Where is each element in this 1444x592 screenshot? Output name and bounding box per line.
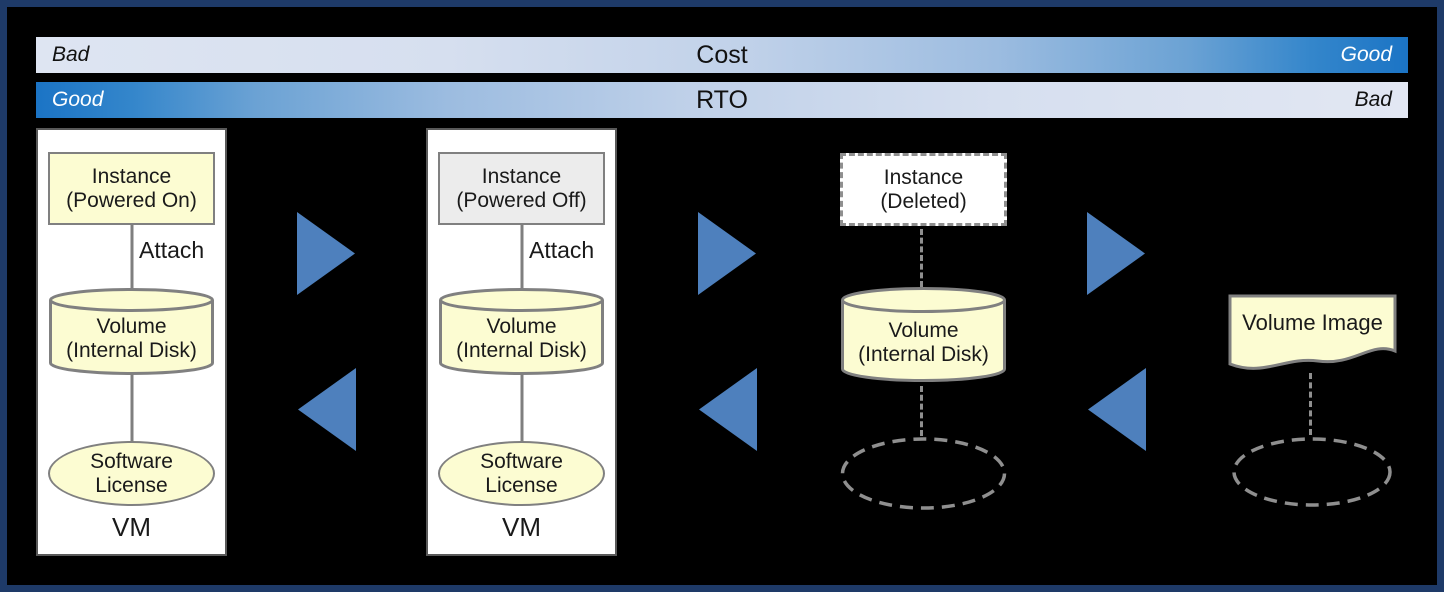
arrow-left-icon [298,368,356,451]
license-connector [130,374,133,442]
cost-left-label: Bad [52,43,90,66]
deleted-license-connector [920,386,923,436]
vm-container-label: VM [502,512,541,542]
image-license-placeholder-ellipse [1231,436,1393,508]
license-label-line2: License [485,473,558,497]
license-label-line1: Software [480,449,563,473]
attach-connector [520,224,523,290]
volume-label-line2: (Internal Disk) [858,342,989,366]
document-shape-icon [1228,294,1397,370]
rto-left-label: Good [52,88,104,111]
instance-powered-on-node: Instance (Powered On) [48,152,215,225]
volume-cylinder: Volume (Internal Disk) [840,287,1007,384]
software-license-ellipse: Software License [438,441,605,506]
arrow-left-icon [699,368,757,451]
rto-gradient-bar: RTO Good Bad [36,82,1408,118]
rto-right-label: Bad [1354,88,1392,111]
attach-connector [130,224,133,290]
arrow-left-icon [1088,368,1146,451]
instance-label-line1: Instance [91,164,172,188]
deleted-attach-connector [920,229,923,287]
license-label-line1: Software [90,449,173,473]
attach-label: Attach [529,237,595,263]
volume-image-label: Volume Image [1242,310,1383,335]
volume-cylinder: Volume (Internal Disk) [438,288,605,376]
volume-label-line2: (Internal Disk) [456,338,587,362]
volume-label-line1: Volume [888,319,959,342]
arrow-right-icon [698,212,756,295]
instance-label-line2: (Deleted) [880,189,967,213]
arrow-right-icon [1087,212,1145,295]
instance-label-line2: (Powered On) [66,188,197,212]
rto-title: RTO [696,85,748,114]
software-license-ellipse: Software License [48,441,215,506]
volume-cylinder: Volume (Internal Disk) [48,288,215,376]
vm-container-label: VM [112,512,151,542]
instance-label-line2: (Powered Off) [456,188,587,212]
image-license-connector [1309,373,1312,435]
cylinder-shape-icon [49,288,214,375]
arrow-right-icon [297,212,355,295]
volume-image-node: Volume Image [1228,294,1397,373]
attach-label: Attach [139,237,205,263]
cost-title: Cost [696,40,748,69]
cylinder-shape-icon [439,288,604,375]
cost-right-label: Good [1340,43,1392,66]
volume-label-line1: Volume [486,315,557,338]
license-label-line2: License [95,473,168,497]
volume-label-line2: (Internal Disk) [66,338,197,362]
license-connector [520,374,523,442]
deleted-license-placeholder-ellipse [839,436,1008,511]
cost-gradient-bar: Cost Bad Good [36,37,1408,73]
instance-powered-off-node: Instance (Powered Off) [438,152,605,225]
stage-vm-powered-on: Instance (Powered On) Attach Volume (Int… [36,128,227,556]
stage-vm-powered-off: Instance (Powered Off) Attach Volume (In… [426,128,617,556]
instance-label-line1: Instance [481,164,562,188]
volume-label-line1: Volume [96,315,167,338]
instance-deleted-node: Instance (Deleted) [840,153,1007,226]
cylinder-shape-icon [841,287,1006,382]
instance-label-line1: Instance [883,165,964,189]
